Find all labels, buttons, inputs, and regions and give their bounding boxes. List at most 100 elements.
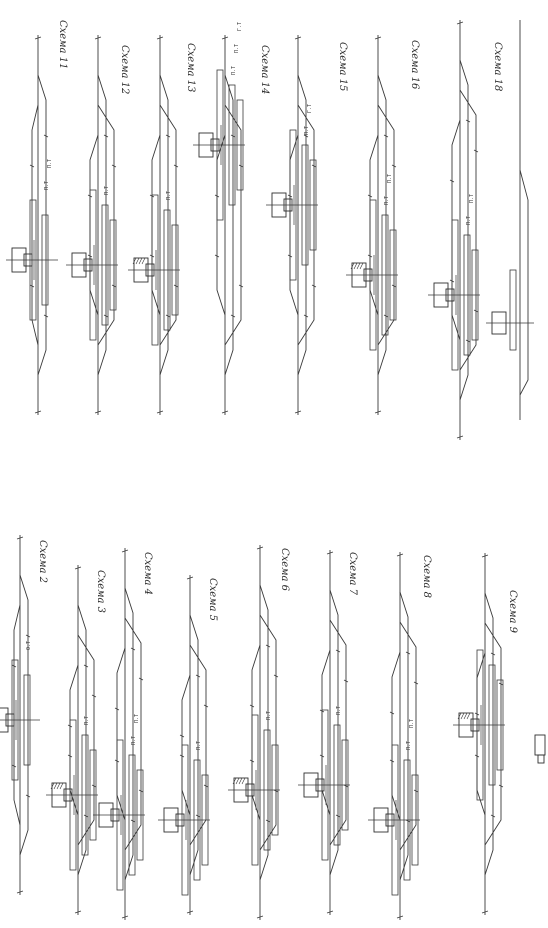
hatch-line [457,712,462,720]
signal-mark [83,664,89,668]
track-end-mark [74,566,82,570]
hatch-line [460,712,465,720]
signal-mark [311,164,317,168]
signal-mark [413,789,419,793]
track-tag: П.Т [84,716,90,725]
scheme-label: Схема 9 [507,590,518,634]
signal-mark [114,707,120,711]
track-end-mark [34,410,42,414]
track-tag: П.Т [234,44,240,53]
signal-mark [391,284,397,288]
track-tag: П.Т [409,719,415,728]
signal-mark [111,164,117,168]
track-tag: Г.Т [237,22,243,31]
signal-mark [29,164,35,168]
track-tag: П.Т [384,196,390,205]
hatch-line [353,262,358,270]
siding-track [399,621,417,851]
hatch-line [356,262,361,270]
hatch-line [138,257,143,265]
siding-track [484,622,502,846]
signal-mark [335,649,341,653]
track-end-mark [456,21,464,25]
scheme-label: Схема 2 [37,540,48,583]
siding-track [259,614,277,851]
track-end-mark [186,576,194,580]
track-end-mark [16,536,24,540]
signal-mark [195,814,201,818]
signal-mark [214,254,220,258]
signal-mark [103,314,109,318]
track-tag: П.Т [104,186,110,195]
signal-mark [43,134,49,138]
siding-track [13,604,21,826]
hatch-line [235,777,240,785]
signal-mark [130,819,136,823]
track-tag: П.Т [304,126,310,135]
scheme-s3: П.Т Схема 3 [46,565,106,915]
track-end-mark [396,553,404,557]
signal-mark [173,164,179,168]
signal-mark [265,819,271,823]
siding-track [77,634,95,846]
scheme-label: Схема 12 [119,45,130,94]
track-end-mark [94,410,102,414]
hatch-line [241,777,246,785]
signal-mark [203,784,209,788]
track-tag: П.Т [47,159,53,168]
signal-mark [111,284,117,288]
scheme-label: Схема 3 [95,570,106,613]
track-end-mark [16,890,24,894]
scheme-label: Схема 15 [337,42,348,91]
siding-track [377,104,395,346]
signal-mark [473,309,479,313]
siding-track [77,604,87,876]
signal-mark [311,284,317,288]
signal-mark [25,794,31,798]
scheme-label: Схема 4 [142,552,153,595]
signal-mark [195,674,201,678]
siding-track [259,584,269,881]
signal-mark [498,682,504,686]
signal-mark [25,634,31,638]
scheme-label: Схема 8 [421,555,432,598]
track-end-mark [294,410,302,414]
siding-track [297,74,307,376]
siding-track [297,104,315,346]
track-end-mark [256,915,264,919]
scheme-label: Схема 16 [409,40,420,90]
siding-track [391,651,401,821]
siding-track [224,104,242,346]
signal-mark [11,764,17,768]
hatch-line [141,257,146,265]
hatch-line [232,777,237,785]
track-end-mark [481,554,489,558]
track-tag: П.Т [469,194,475,203]
scheme-label: Схема 6 [279,548,290,592]
signal-mark [405,651,411,655]
track-tag: П.Т [231,66,237,75]
hatch-line [359,262,364,270]
signal-mark [103,134,109,138]
track-tag: П.Т [166,191,172,200]
siding-track [484,592,494,876]
track-tag: П.Т [196,741,202,750]
scheme-label: Схема 13 [185,43,196,92]
scheme-s14: П.Т П.Т Г.Т Схема 14 [193,22,270,415]
signal-mark [490,814,496,818]
signal-mark [91,784,97,788]
signal-mark [391,164,397,168]
hatch-line [135,257,140,265]
signal-mark [383,134,389,138]
scheme-label: Схема 14 [259,45,270,94]
signal-mark [11,664,17,668]
signal-mark [498,784,504,788]
scheme-label: Схема 18 [492,42,503,91]
track-end-mark [326,551,334,555]
